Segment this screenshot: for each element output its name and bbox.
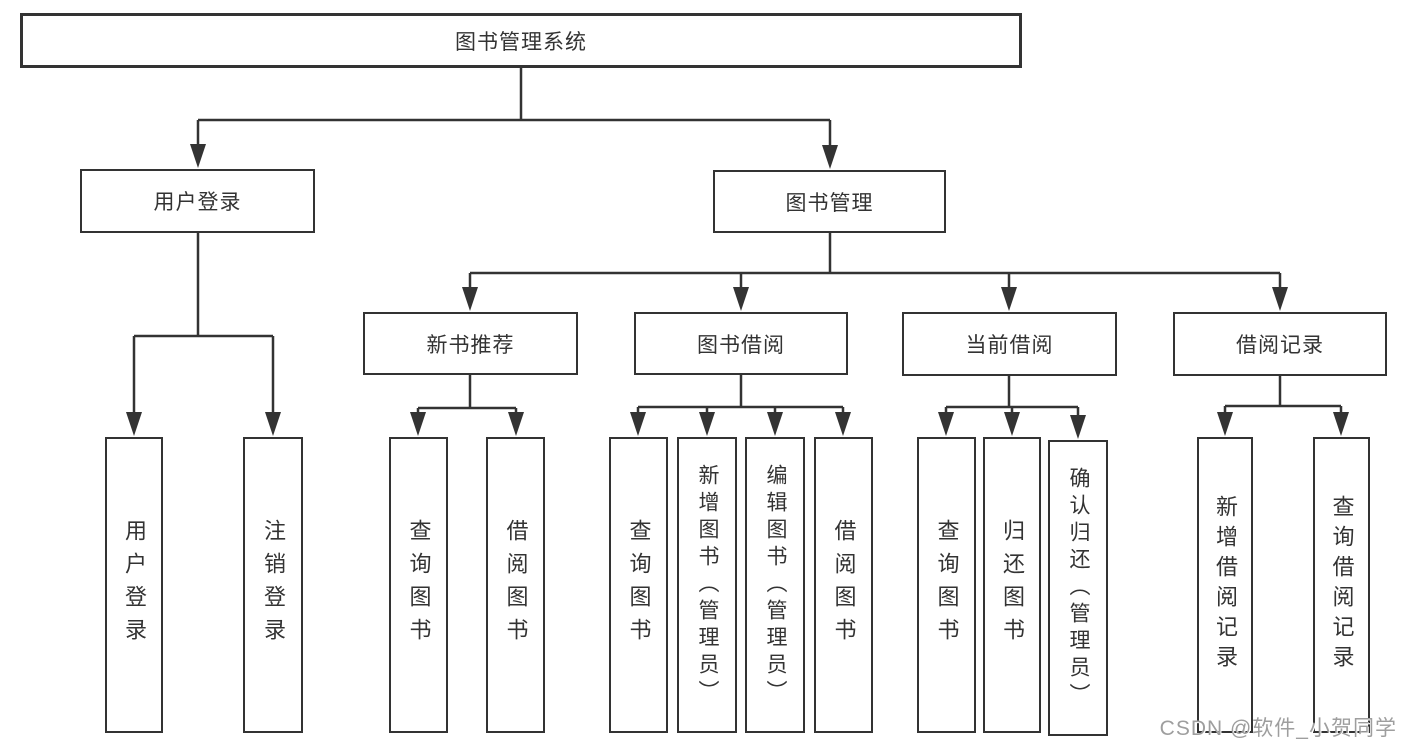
connector-user-login-children: [126, 233, 281, 436]
node-new-book-recommendation: 新书推荐: [363, 312, 578, 375]
node-label: 查询借阅记录: [1329, 495, 1355, 675]
node-leaf-edit-book-admin: 编辑图书（管理员）: [745, 437, 805, 733]
connector-root-to-level2: [190, 68, 838, 169]
node-label: 新增借阅记录: [1213, 495, 1238, 675]
node-leaf-user-login: 用户登录: [105, 437, 163, 733]
node-label: 查询图书: [626, 519, 652, 651]
node-leaf-return-book: 归还图书: [983, 437, 1041, 733]
connector-book-management-children: [462, 233, 1288, 311]
node-current-borrowing: 当前借阅: [902, 312, 1117, 376]
node-label: 新增图书（管理员）: [696, 463, 719, 707]
node-book-borrowing: 图书借阅: [634, 312, 848, 375]
node-label: 归还图书: [1000, 519, 1025, 651]
node-leaf-query-books-recommend: 查询图书: [389, 437, 448, 733]
node-label: 借阅图书: [831, 519, 857, 651]
node-label: 查询图书: [406, 519, 432, 651]
connector-new-book-children: [410, 375, 524, 436]
node-label: 查询图书: [934, 519, 960, 651]
connector-current-borrow-children: [938, 376, 1086, 439]
node-leaf-borrow-books: 借阅图书: [814, 437, 873, 733]
node-leaf-confirm-return-admin: 确认归还（管理员）: [1048, 440, 1108, 736]
node-leaf-query-books-current: 查询图书: [917, 437, 976, 733]
node-leaf-add-book-admin: 新增图书（管理员）: [677, 437, 737, 733]
node-label: 注销登录: [261, 519, 286, 651]
node-leaf-add-borrow-record: 新增借阅记录: [1197, 437, 1253, 733]
node-leaf-logout: 注销登录: [243, 437, 303, 733]
node-label: 借阅图书: [503, 519, 529, 651]
connector-book-borrow-children: [630, 375, 851, 436]
node-leaf-borrow-books-recommend: 借阅图书: [486, 437, 545, 733]
node-borrowing-records: 借阅记录: [1173, 312, 1387, 376]
node-library-management-system: 图书管理系统: [20, 13, 1022, 68]
node-leaf-query-borrow-record: 查询借阅记录: [1313, 437, 1370, 733]
csdn-watermark: CSDN @软件_小贺同学: [1159, 717, 1397, 740]
node-user-login: 用户登录: [80, 169, 315, 233]
node-label: 确认归还（管理员）: [1067, 466, 1090, 710]
node-label: 用户登录: [122, 519, 147, 651]
connector-borrow-records-children: [1217, 376, 1349, 436]
node-book-management: 图书管理: [713, 170, 946, 233]
node-label: 编辑图书（管理员）: [764, 463, 787, 707]
node-leaf-query-books-borrow: 查询图书: [609, 437, 668, 733]
